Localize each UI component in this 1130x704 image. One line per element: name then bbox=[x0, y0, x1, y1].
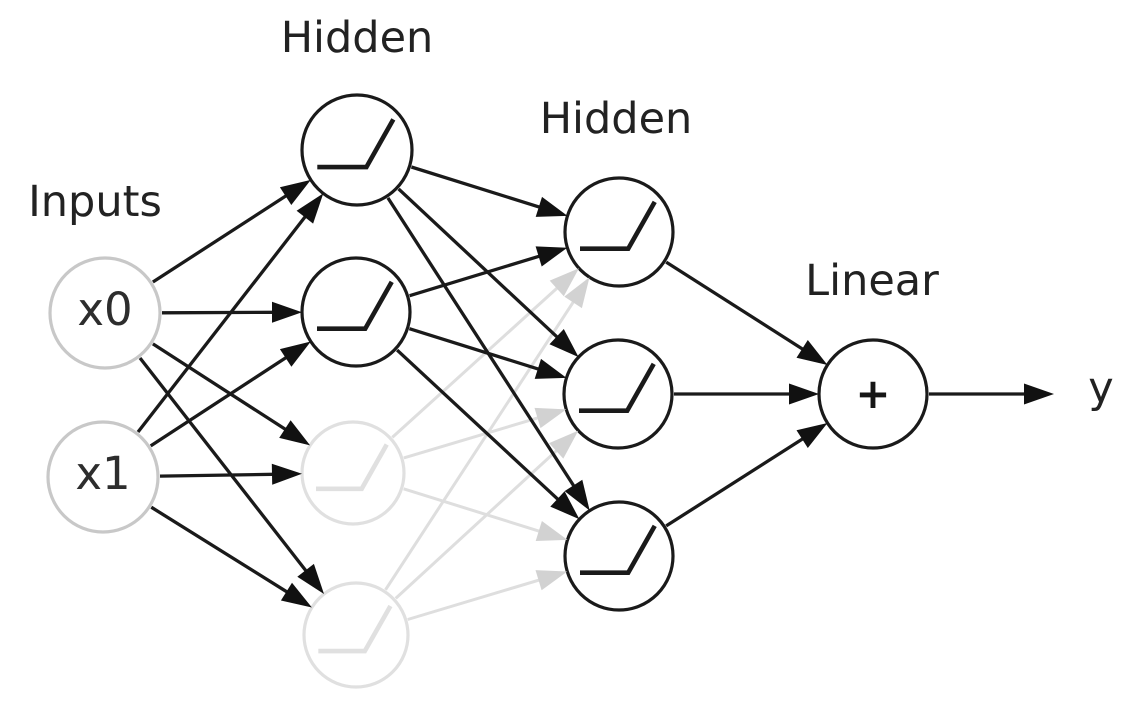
edge-h1b-h2b bbox=[408, 327, 546, 373]
edge-h1a-h2a bbox=[410, 165, 547, 211]
node-h1c bbox=[300, 420, 406, 526]
layer-label-hidden1: Hidden bbox=[281, 13, 434, 63]
edge-h1d-h2b bbox=[394, 444, 564, 600]
edge-h1c-h2b-arrowhead bbox=[534, 407, 567, 429]
edge-h2c-sum bbox=[665, 433, 810, 528]
relu-icon bbox=[316, 280, 394, 332]
input-label-x1: x1 bbox=[75, 447, 130, 500]
edge-h1a-h2c-arrowhead bbox=[564, 479, 590, 511]
relu-icon bbox=[579, 524, 657, 576]
edge-h1c-h2b bbox=[403, 414, 546, 460]
edge-h1c-h2a bbox=[391, 281, 564, 439]
edge-h2a-sum bbox=[665, 260, 810, 355]
node-h2a bbox=[563, 176, 675, 288]
layer-label-inputs: Inputs bbox=[28, 177, 162, 227]
active-edges-layer bbox=[136, 165, 1054, 608]
edge-h2b-sum-arrowhead bbox=[789, 383, 819, 405]
edge-h1a-h2c bbox=[386, 197, 580, 493]
layer-label-hidden2: Hidden bbox=[540, 94, 693, 144]
edge-x0-h1c-arrowhead bbox=[279, 420, 311, 446]
edge-x1-h1c bbox=[159, 472, 281, 478]
edge-h1b-h2a bbox=[409, 252, 547, 298]
edge-x1-h1b-arrowhead bbox=[279, 341, 311, 367]
edge-h1d-h2c-arrowhead bbox=[535, 570, 568, 591]
edge-x0-h1b-arrowhead bbox=[272, 301, 302, 323]
relu-icon bbox=[578, 362, 656, 414]
node-x0 bbox=[48, 256, 162, 370]
edge-x0-h1a-arrowhead bbox=[279, 179, 311, 205]
edge-h1b-h2c-arrowhead bbox=[550, 491, 580, 520]
edge-h1a-h2a-arrowhead bbox=[535, 196, 568, 217]
relu-icon bbox=[317, 118, 396, 170]
edge-h1b-h2a-arrowhead bbox=[535, 246, 568, 267]
edge-h1d-h2c bbox=[407, 576, 547, 621]
edge-h2a-sum-arrowhead bbox=[796, 340, 828, 365]
edge-h1a-h2b bbox=[397, 187, 564, 344]
node-h1b bbox=[300, 256, 412, 368]
edge-h1c-h2c-arrowhead bbox=[535, 521, 568, 541]
edge-x0-h1b bbox=[161, 310, 281, 315]
input-label-x0: x0 bbox=[77, 283, 132, 336]
edge-h1d-h2a-arrowhead bbox=[564, 277, 590, 309]
edge-x0-h1a bbox=[152, 190, 294, 284]
edge-h1b-h2b-arrowhead bbox=[534, 358, 567, 379]
relu-icon bbox=[579, 200, 657, 251]
node-h2c bbox=[563, 500, 675, 612]
edge-sum-y_out-arrowhead bbox=[1024, 383, 1054, 405]
layer-label-linear: Linear bbox=[805, 256, 939, 306]
edge-h1c-h2a-arrowhead bbox=[549, 268, 579, 297]
node-x1 bbox=[46, 420, 160, 534]
node-h1a bbox=[300, 93, 414, 207]
edge-x1-h1b bbox=[149, 352, 294, 448]
edge-x0-h1c bbox=[152, 342, 293, 435]
edge-x1-h1a-arrowhead bbox=[296, 193, 324, 224]
sum-icon: + bbox=[855, 369, 890, 418]
edge-x1-h1d bbox=[150, 505, 295, 598]
edge-h1a-h2b-arrowhead bbox=[549, 329, 579, 358]
edge-x0-h1d-arrowhead bbox=[297, 563, 324, 594]
node-h2b bbox=[562, 338, 674, 450]
edge-h1d-h2a bbox=[384, 294, 579, 591]
nodes-layer: x0 x1 + bbox=[46, 93, 929, 689]
output-value-label: y bbox=[1088, 363, 1113, 413]
relu-icon bbox=[318, 604, 393, 654]
edge-x1-h1d-arrowhead bbox=[280, 582, 312, 608]
edge-x1-h1a bbox=[136, 209, 312, 434]
edge-h1b-h2c bbox=[395, 348, 565, 506]
edge-h2c-sum-arrowhead bbox=[796, 423, 828, 448]
edge-h1d-h2b-arrowhead bbox=[549, 430, 579, 459]
relu-icon bbox=[315, 443, 389, 492]
inactive-edges-layer bbox=[384, 268, 590, 621]
edge-h1c-h2c bbox=[403, 487, 547, 535]
node-h1d bbox=[302, 581, 410, 689]
edge-x1-h1c-arrowhead bbox=[271, 463, 302, 485]
